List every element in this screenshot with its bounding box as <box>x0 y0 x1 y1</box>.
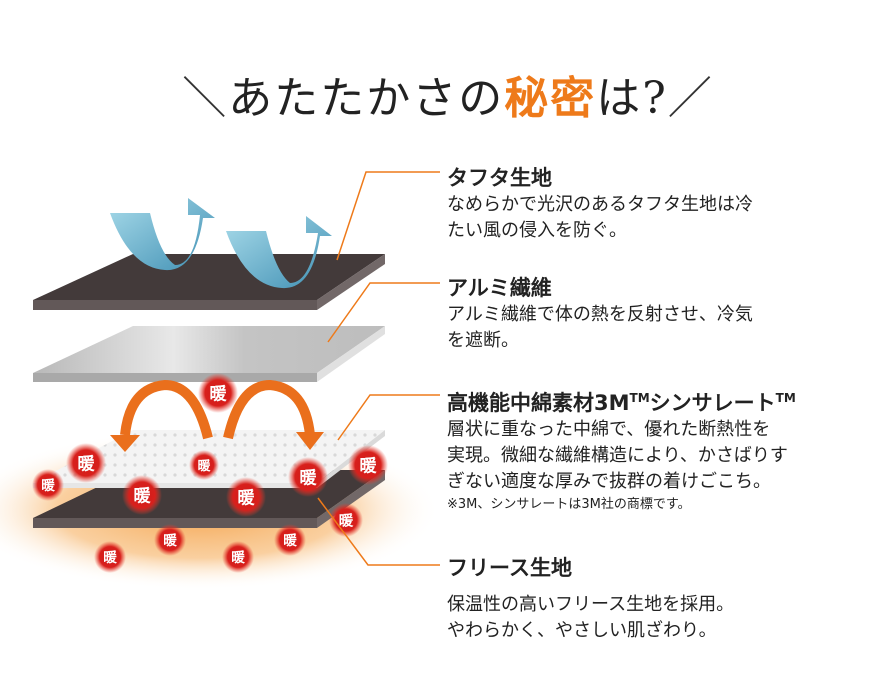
svg-text:暖: 暖 <box>339 511 354 529</box>
leader-lines <box>317 171 440 566</box>
svg-text:暖: 暖 <box>163 532 177 549</box>
svg-text:暖: 暖 <box>134 485 152 506</box>
svg-text:暖: 暖 <box>231 549 245 566</box>
warm-dot-icon: 暖 <box>222 541 254 573</box>
heat-reflect-arrow-icon <box>120 379 315 440</box>
warm-dot-icon: 暖 <box>348 445 388 485</box>
warm-dot-icon: 暖 <box>32 469 64 501</box>
warm-dot-icon: 暖 <box>329 503 363 537</box>
wind-arrow-icon <box>226 216 332 289</box>
warm-dot-icon: 暖 <box>226 477 266 517</box>
wind-arrow-icon <box>110 198 215 271</box>
page-title: ＼あたたかさの秘密は?／ <box>182 73 714 124</box>
warm-dot-icon: 暖 <box>154 524 186 556</box>
thinsulate-description: 高機能中綿素材3MTMシンサレートTM 層状に重なった中綿で、優れた断熱性を 実… <box>447 391 796 512</box>
warm-dot-icon: 暖 <box>288 457 328 497</box>
svg-text:暖: 暖 <box>360 455 378 476</box>
warm-dot-icon: 暖 <box>189 450 219 480</box>
warm-dot-icon: 暖 <box>94 541 126 573</box>
svg-text:暖: 暖 <box>238 487 256 508</box>
warm-dot-icon: 暖 <box>66 443 106 483</box>
warm-dot-icon: 暖 <box>274 524 306 556</box>
taffeta-layer <box>33 254 385 310</box>
aluminum-description: アルミ繊維 アルミ繊維で体の熱を反射させ、冷気 を遮断。 <box>447 276 753 351</box>
taffeta-description: タフタ生地 なめらかで光沢のあるタフタ生地は冷 たい風の侵入を防ぐ。 <box>447 166 753 241</box>
svg-text:暖: 暖 <box>283 532 297 549</box>
svg-text:暖: 暖 <box>198 458 211 474</box>
svg-text:暖: 暖 <box>210 383 228 404</box>
svg-text:暖: 暖 <box>41 477 55 494</box>
svg-text:暖: 暖 <box>78 453 96 474</box>
warm-dot-icon: 暖 <box>122 475 162 515</box>
fleece-description: フリース生地 保温性の高いフリース生地を採用。 やわらかく、やさしい肌ざわり。 <box>447 556 735 641</box>
aluminum-layer <box>33 326 385 382</box>
svg-text:暖: 暖 <box>300 467 318 488</box>
warm-dot-icon: 暖 <box>198 373 238 413</box>
svg-text:暖: 暖 <box>103 549 117 566</box>
